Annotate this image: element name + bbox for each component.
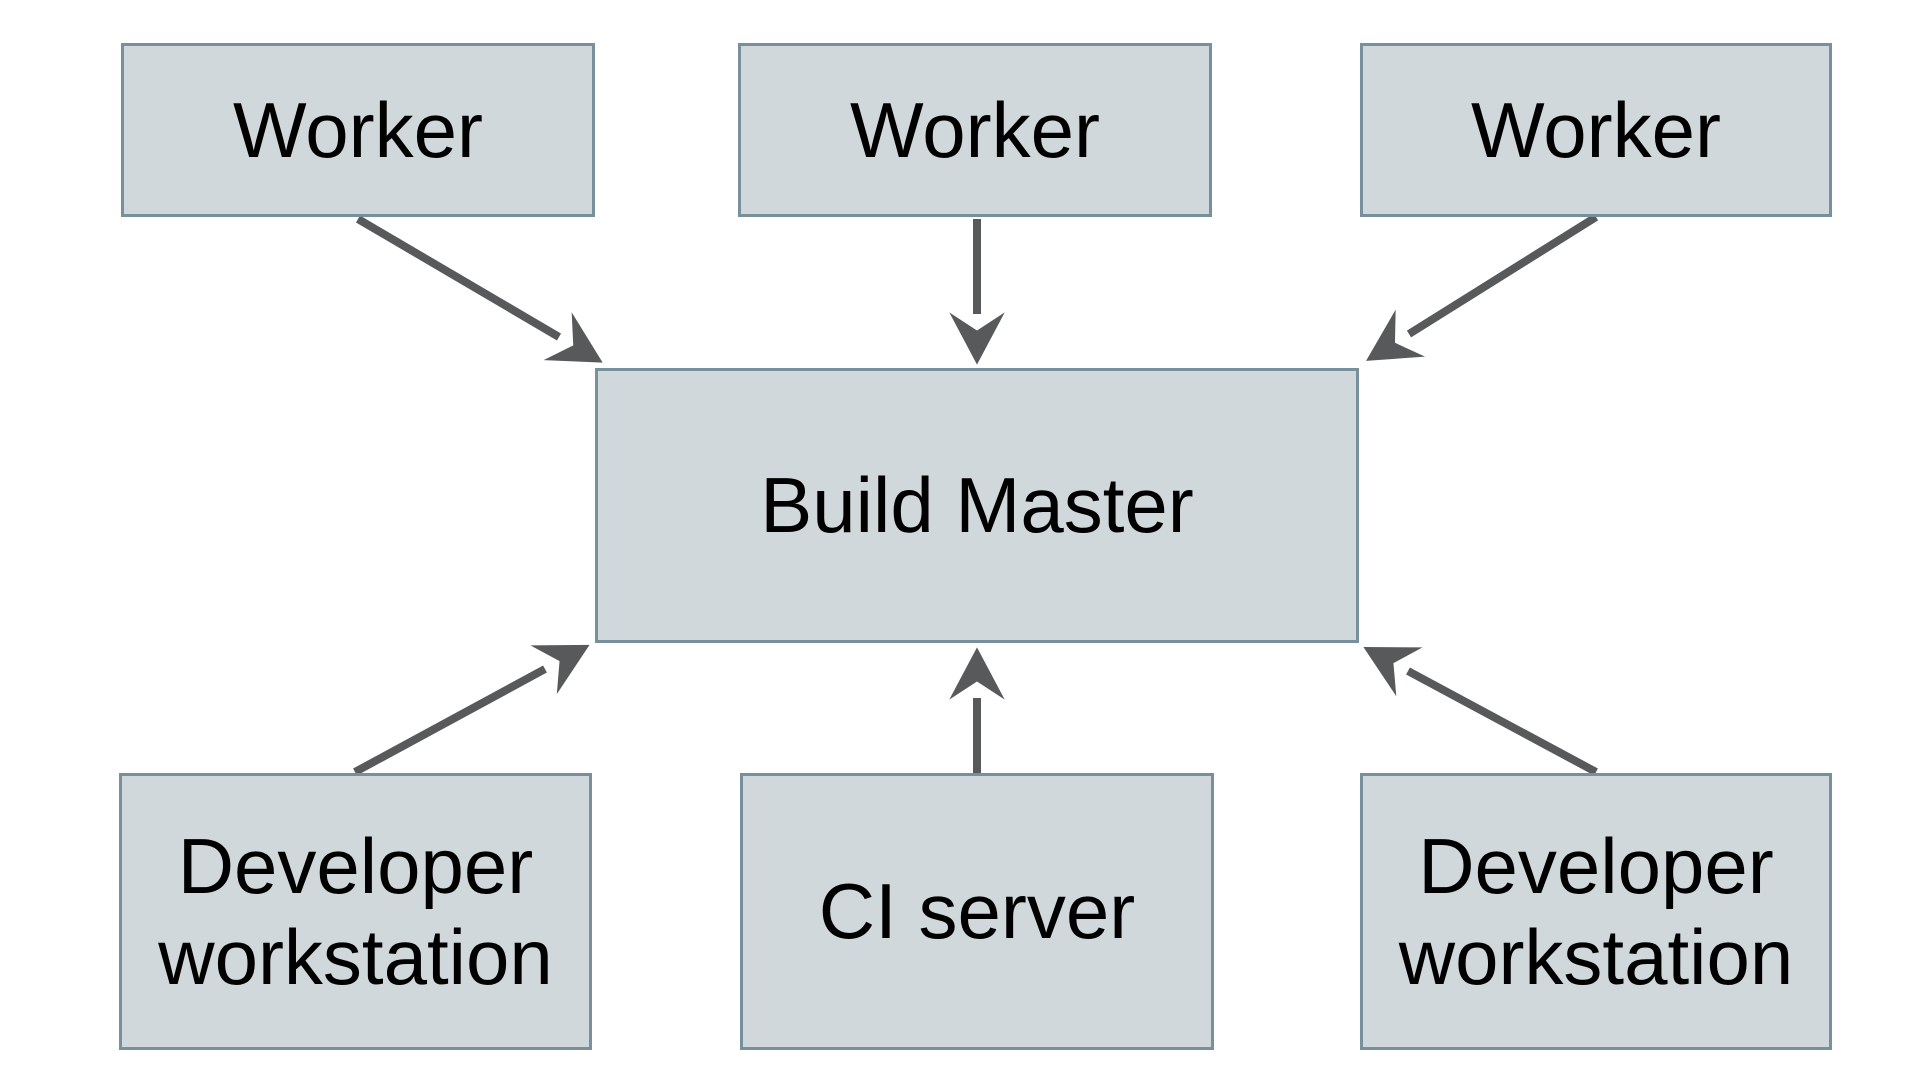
node-developer-workstation-1-label: Developer workstation bbox=[158, 822, 553, 1001]
node-worker-2-label: Worker bbox=[850, 85, 1100, 174]
node-developer-workstation-2-label: Developer workstation bbox=[1398, 822, 1794, 1001]
node-ci-server: CI server bbox=[740, 773, 1214, 1050]
node-developer-workstation-2: Developer workstation bbox=[1360, 773, 1832, 1050]
edge-devworkstation2-to-buildmaster-arrow bbox=[1363, 647, 1598, 776]
node-ci-server-label: CI server bbox=[818, 867, 1136, 956]
edge-devworkstation1-to-buildmaster-arrow bbox=[353, 644, 590, 776]
node-worker-1-label: Worker bbox=[233, 85, 483, 174]
node-developer-workstation-1: Developer workstation bbox=[119, 773, 592, 1050]
node-build-master-label: Build Master bbox=[760, 461, 1194, 550]
node-worker-3: Worker bbox=[1360, 43, 1832, 217]
node-build-master: Build Master bbox=[595, 368, 1359, 643]
node-worker-2: Worker bbox=[738, 43, 1212, 217]
node-worker-1: Worker bbox=[121, 43, 595, 217]
edge-worker3-to-buildmaster-arrow bbox=[1366, 213, 1599, 361]
node-worker-3-label: Worker bbox=[1471, 85, 1721, 174]
edge-worker1-to-buildmaster-arrow bbox=[355, 215, 603, 363]
